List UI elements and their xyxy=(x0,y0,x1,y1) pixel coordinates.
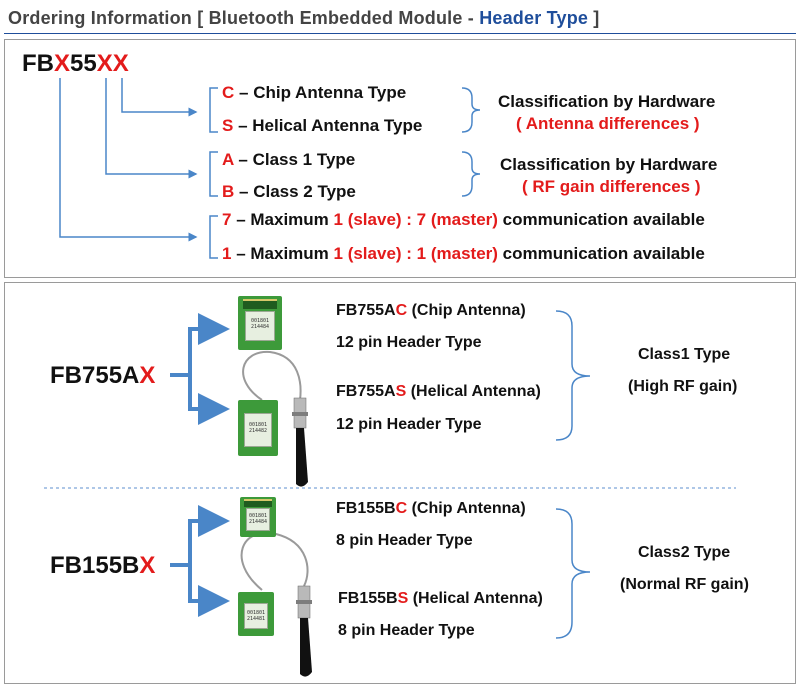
option-post: communication available xyxy=(497,210,705,229)
option-post: communication available xyxy=(497,244,705,263)
dash: – xyxy=(231,244,251,263)
model-suffix: (Helical Antenna) xyxy=(408,590,543,607)
product-variants-panel xyxy=(4,282,796,684)
model-base: FB755A xyxy=(336,302,396,319)
option-ratio: 1 (slave) : 1 (master) xyxy=(333,244,498,263)
model-base: FB755A xyxy=(336,383,396,400)
chip-antenna-strip xyxy=(243,299,277,309)
dash: – xyxy=(231,210,251,229)
classification-antenna-title: Classification by Hardware xyxy=(498,92,716,111)
option-chip: C – Chip Antenna Type xyxy=(222,83,406,103)
option-letter: 1 xyxy=(222,244,232,263)
option-pre: Maximum xyxy=(250,244,334,263)
group-a-heli-title: FB755AS (Helical Antenna) xyxy=(336,383,541,401)
page-title: Ordering Information [ Bluetooth Embedde… xyxy=(8,8,600,29)
code-prefix: FB xyxy=(22,50,54,77)
option-text: Helical Antenna Type xyxy=(252,116,423,135)
module-shield xyxy=(245,508,271,531)
classification-rf-title: Classification by Hardware xyxy=(500,155,718,174)
model-letter: S xyxy=(397,590,409,607)
model-letter: S xyxy=(395,383,407,400)
group-a-class-sub: (High RF gain) xyxy=(628,378,738,395)
group-a-heli-pins: 12 pin Header Type xyxy=(336,416,482,433)
option-helical: S – Helical Antenna Type xyxy=(222,116,422,136)
group-a-base: FB755A xyxy=(50,362,140,389)
model-letter: C xyxy=(395,500,408,517)
code-suffix-xx: XX xyxy=(96,50,129,77)
option-class2: B – Class 2 Type xyxy=(222,182,356,202)
group-a-code: FB755AX xyxy=(50,362,155,390)
title-prefix: Ordering Information [ Bluetooth Embedde… xyxy=(8,8,480,28)
module-shield xyxy=(244,413,272,448)
option-letter: 7 xyxy=(222,210,232,229)
module-shield xyxy=(245,311,275,342)
title-suffix: ] xyxy=(588,8,600,28)
code-breakdown-panel xyxy=(4,39,796,278)
option-letter: S xyxy=(222,116,234,135)
model-suffix: (Helical Antenna) xyxy=(406,383,541,400)
option-class1: A – Class 1 Type xyxy=(222,150,355,170)
dash: – xyxy=(234,83,254,102)
code-class-x: X xyxy=(54,50,71,77)
group-b-class-sub: (Normal RF gain) xyxy=(620,576,749,593)
group-b-heli-title: FB155BS (Helical Antenna) xyxy=(338,590,543,608)
model-base: FB155B xyxy=(336,500,396,517)
option-ratio: 1 (slave) : 7 (master) xyxy=(333,210,498,229)
model-suffix: (Chip Antenna) xyxy=(407,302,526,319)
option-letter: B xyxy=(222,182,235,201)
part-code: FBX55XX xyxy=(22,50,129,78)
group-a-chip-title: FB755AC (Chip Antenna) xyxy=(336,302,526,320)
dash: – xyxy=(234,182,254,201)
group-a-x: X xyxy=(139,362,156,389)
dash: – xyxy=(233,150,253,169)
model-letter: C xyxy=(395,302,408,319)
option-text: Class 1 Type xyxy=(252,150,356,169)
group-b-heli-pins: 8 pin Header Type xyxy=(338,622,475,639)
model-base: FB155B xyxy=(338,590,398,607)
group-b-class-title: Class2 Type xyxy=(638,544,731,561)
dash: – xyxy=(233,116,253,135)
group-b-base: FB155B xyxy=(50,552,140,579)
title-rule xyxy=(4,33,796,34)
group-b-chip-pins: 8 pin Header Type xyxy=(336,532,473,549)
option-text: Class 2 Type xyxy=(253,182,356,201)
group-a-class-title: Class1 Type xyxy=(638,346,731,363)
module-shield xyxy=(243,602,269,629)
option-max1: 1 – Maximum 1 (slave) : 1 (master) commu… xyxy=(222,244,705,264)
option-letter: A xyxy=(222,150,234,169)
option-pre: Maximum xyxy=(250,210,334,229)
model-suffix: (Chip Antenna) xyxy=(407,500,526,517)
group-b-x: X xyxy=(139,552,156,579)
option-max7: 7 – Maximum 1 (slave) : 7 (master) commu… xyxy=(222,210,705,230)
classification-rf-sub: ( RF gain differences ) xyxy=(522,177,701,196)
option-letter: C xyxy=(222,83,235,102)
group-a-chip-pins: 12 pin Header Type xyxy=(336,334,482,351)
group-b-code: FB155BX xyxy=(50,552,155,580)
code-mid: 55 xyxy=(70,50,97,77)
option-text: Chip Antenna Type xyxy=(253,83,407,102)
classification-antenna-sub: ( Antenna differences ) xyxy=(516,114,700,133)
chip-antenna-strip xyxy=(244,499,272,507)
title-highlight: Header Type xyxy=(479,8,589,28)
group-b-chip-title: FB155BC (Chip Antenna) xyxy=(336,500,526,518)
